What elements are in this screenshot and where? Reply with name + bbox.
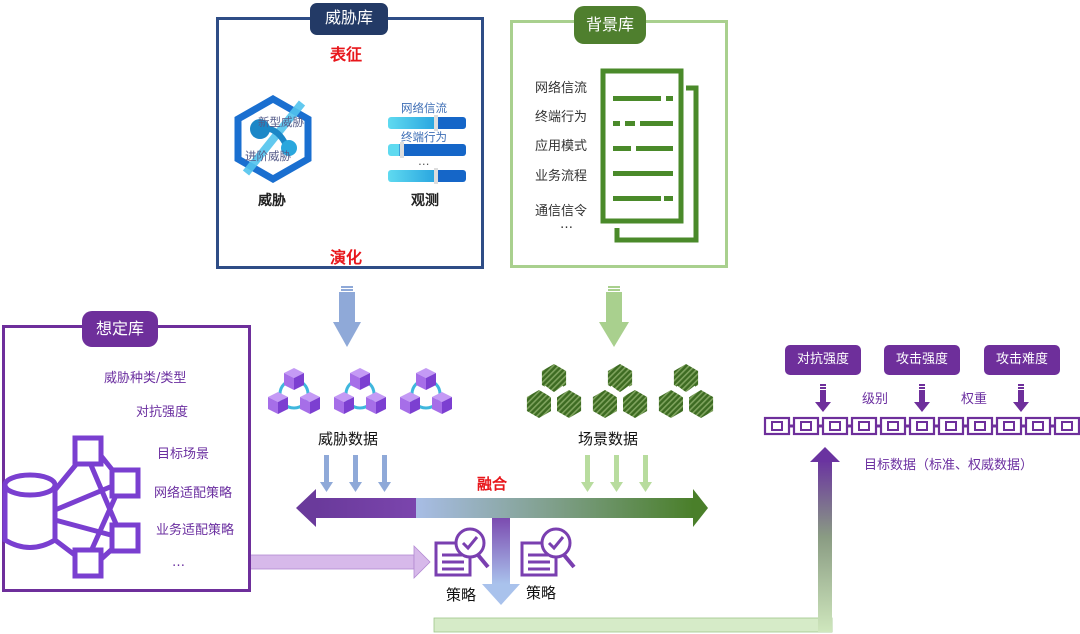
cube-cluster-icon: [268, 368, 320, 414]
database-network-icon: [2, 435, 141, 579]
chain-link: [908, 416, 939, 436]
scenario-item: 目标场景: [157, 447, 210, 462]
threat-type-advanced: 进阶威胁: [245, 149, 291, 163]
scene-data-icons: [526, 364, 714, 418]
target-tag-confrontation: 对抗强度: [785, 345, 861, 375]
observe-slider-2: [388, 142, 466, 158]
background-item: 业务流程: [535, 169, 588, 184]
background-item: 终端行为: [535, 110, 588, 125]
target-tag-arrows: [815, 384, 1029, 412]
threat-data-label: 威胁数据: [318, 430, 379, 448]
chain-link: [937, 416, 968, 436]
chain-link: [995, 416, 1026, 436]
background-item: 网络信流: [535, 81, 588, 96]
hexagon-cluster-icon: [592, 364, 648, 418]
scenario-item: 业务适配策略: [156, 523, 235, 538]
scenario-item: …: [172, 555, 185, 570]
scenario-item: 威胁种类/类型: [104, 371, 187, 386]
evolution-label: 演化: [330, 248, 363, 267]
threat-caption: 威胁: [258, 193, 286, 209]
scene-down-arrow: [599, 286, 629, 347]
scene-data-label: 场景数据: [578, 430, 639, 448]
strategy-to-target-arrow: [433, 447, 840, 633]
document-search-check-icon: [520, 527, 576, 577]
strategy-label: 策略: [526, 584, 557, 602]
fusion-down-arrow: [482, 518, 520, 605]
target-tag-attack-intensity: 攻击强度: [884, 345, 960, 375]
scenario-library-title: 想定库: [82, 311, 158, 347]
observe-caption: 观测: [411, 193, 439, 209]
hexagon-share-icon: [234, 95, 312, 183]
document-list-icon: [600, 68, 699, 243]
observe-label-more: …: [418, 154, 430, 168]
scene-small-arrows: [581, 455, 652, 492]
background-item: 通信信令: [535, 204, 588, 219]
chain-link: [1024, 416, 1055, 436]
chain-link: [850, 416, 881, 436]
hexagon-cluster-icon: [526, 364, 582, 418]
observe-slider-1: [388, 115, 466, 131]
chain-link: [879, 416, 910, 436]
target-data-caption: 目标数据（标准、权威数据）: [864, 458, 1034, 473]
background-library-title: 背景库: [574, 6, 646, 44]
threat-down-arrow: [333, 286, 361, 347]
scenario-item: 对抗强度: [136, 405, 189, 420]
connector-level: 级别: [862, 392, 889, 407]
cube-cluster-icon: [334, 368, 386, 414]
chain-link: [966, 416, 997, 436]
threat-data-icons: [268, 368, 452, 414]
chain-link: [1053, 416, 1080, 436]
target-data-chain: [763, 416, 1080, 436]
fusion-double-arrow: [296, 489, 708, 527]
observe-slider-3: [388, 168, 466, 184]
representation-label: 表征: [330, 45, 363, 64]
chain-link: [821, 416, 852, 436]
cube-cluster-icon: [400, 368, 452, 414]
observe-label-terminal: 终端行为: [401, 130, 447, 144]
fusion-label: 融合: [477, 475, 508, 493]
scenario-item: 网络适配策略: [154, 486, 233, 501]
target-tag-attack-difficulty: 攻击难度: [984, 345, 1060, 375]
hexagon-cluster-icon: [658, 364, 714, 418]
chain-link: [792, 416, 823, 436]
threat-type-new: 新型威胁: [258, 115, 304, 129]
document-search-check-icon: [434, 527, 490, 577]
observe-label-network: 网络信流: [401, 101, 447, 115]
connector-weight: 权重: [961, 392, 988, 407]
threat-small-arrows: [320, 455, 391, 492]
background-item: …: [560, 217, 573, 232]
background-item: 应用模式: [535, 139, 588, 154]
threat-library-title: 威胁库: [310, 3, 388, 35]
strategy-label: 策略: [446, 586, 477, 604]
chain-link: [763, 416, 794, 436]
